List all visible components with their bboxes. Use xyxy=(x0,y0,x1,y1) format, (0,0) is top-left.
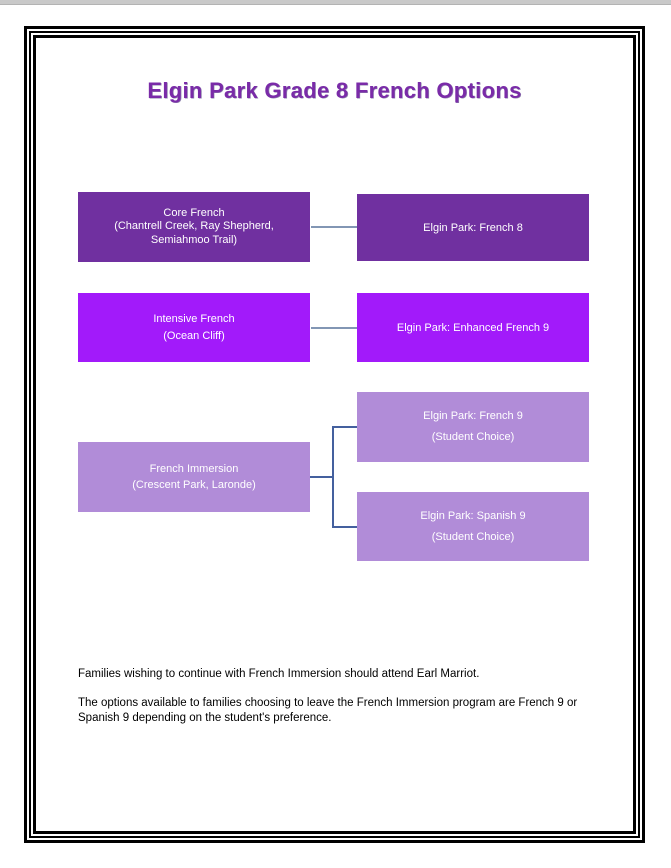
box-core-french: Core French (Chantrell Creek, Ray Shephe… xyxy=(78,192,310,262)
box-subtitle: (Student Choice) xyxy=(431,431,515,443)
connector-intensive-to-enhanced xyxy=(311,327,357,329)
box-title: Elgin Park: French 8 xyxy=(423,221,523,234)
box-subtitle: (Crescent Park, Laronde) xyxy=(132,479,256,491)
connector-immersion-branch-bottom xyxy=(332,526,357,528)
box-title: French Immersion xyxy=(149,462,239,475)
connector-immersion-vertical xyxy=(332,426,334,528)
box-elgin-enhanced-french-9: Elgin Park: Enhanced French 9 xyxy=(357,293,589,362)
box-title: Intensive French xyxy=(153,313,235,325)
box-title: Elgin Park: Enhanced French 9 xyxy=(396,321,550,334)
connector-immersion-stub xyxy=(310,476,334,478)
box-subtitle: (Chantrell Creek, Ray Shepherd, Semiahmo… xyxy=(114,220,274,246)
note-paragraph-2: The options available to families choosi… xyxy=(78,697,578,724)
page-border-frame-middle xyxy=(29,31,640,838)
page-border-frame-outer xyxy=(24,26,645,843)
connector-core-to-french8 xyxy=(311,226,357,228)
box-elgin-french-8: Elgin Park: French 8 xyxy=(357,194,589,261)
connector-immersion-branch-top xyxy=(332,426,357,428)
box-title: Elgin Park: French 9 xyxy=(423,410,523,423)
page-border-frame-inner xyxy=(33,35,636,834)
box-french-immersion: French Immersion (Crescent Park, Laronde… xyxy=(78,442,310,512)
page-title: Elgin Park Grade 8 French Options xyxy=(147,78,522,103)
note-paragraph-1: Families wishing to continue with French… xyxy=(78,668,480,680)
box-elgin-spanish-9-choice: Elgin Park: Spanish 9 (Student Choice) xyxy=(357,492,589,561)
box-title: Elgin Park: Spanish 9 xyxy=(420,509,526,522)
notes-section: Families wishing to continue with French… xyxy=(78,667,578,740)
box-subtitle: (Student Choice) xyxy=(431,530,515,543)
window-edge-strip xyxy=(0,0,671,5)
box-intensive-french: Intensive French (Ocean Cliff) xyxy=(78,293,310,362)
box-title: Core French xyxy=(163,207,225,220)
box-subtitle: (Ocean Cliff) xyxy=(163,329,225,342)
box-elgin-french-9-choice: Elgin Park: French 9 (Student Choice) xyxy=(357,392,589,462)
